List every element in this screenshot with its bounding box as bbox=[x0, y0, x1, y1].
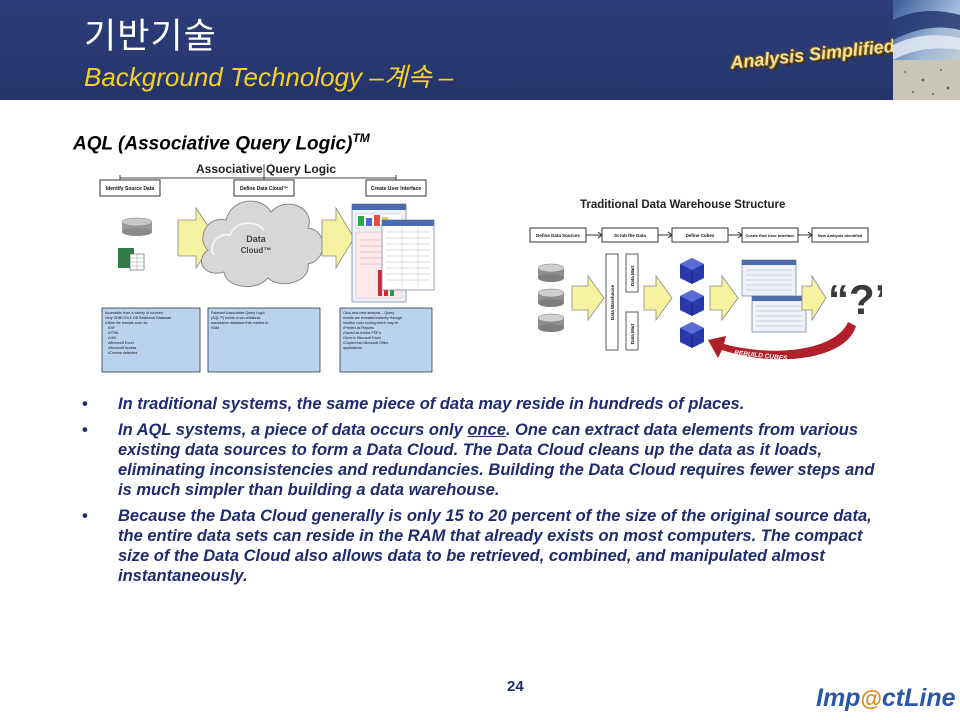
data-mart-box-2 bbox=[625, 311, 639, 351]
bullet-2-text-after: . One can extract data elements from var… bbox=[118, 421, 875, 499]
dw-step-boxes bbox=[529, 227, 869, 243]
bullet-marker: • bbox=[82, 395, 88, 413]
dw-arrow-3 bbox=[709, 274, 739, 322]
aql-step-1-label: Identify Source Data bbox=[106, 186, 155, 192]
aql-step-2-label: Define Data Cloud™ bbox=[240, 186, 288, 192]
aql-arrow-2 bbox=[321, 206, 355, 270]
database-icon bbox=[121, 217, 153, 236]
bullet-1-text: In traditional systems, the same piece o… bbox=[118, 395, 745, 413]
title-english-prefix: Background Technology – bbox=[84, 62, 384, 92]
data-warehouse-label: Data Warehouse bbox=[610, 284, 615, 320]
bullet-2-underlined: once bbox=[467, 421, 506, 439]
data-mart-label-2: Data Mart bbox=[630, 323, 635, 344]
bullet-2-text-before: In AQL systems, a piece of data occurs o… bbox=[118, 421, 468, 439]
tagline-analysis-simplified: Analysis Simplified! bbox=[729, 35, 902, 73]
bullet-marker: • bbox=[82, 421, 88, 439]
logo-text-part1: Imp bbox=[816, 684, 861, 712]
logo-text-part3: ctLine bbox=[881, 684, 956, 712]
aql-step-box-1 bbox=[99, 179, 161, 197]
aql-step-3-label: Create User Interface bbox=[371, 186, 422, 192]
title-korean: 기반기술 bbox=[84, 17, 217, 57]
bullet-item-1: • In traditional systems, the same piece … bbox=[82, 394, 892, 414]
cube-icons bbox=[680, 258, 704, 348]
bullet-3-text: Because the Data Cloud generally is only… bbox=[118, 507, 872, 585]
title-english-suffix: – bbox=[431, 62, 454, 92]
bullet-item-2: • In AQL systems, a piece of data occurs … bbox=[82, 420, 892, 500]
dw-step-4-label: Create End User Interface bbox=[746, 233, 796, 238]
aql-step-box-2 bbox=[233, 179, 295, 197]
dw-step-2-label: Scrub the Data bbox=[614, 233, 646, 238]
rebuild-cubes-arrow bbox=[708, 322, 856, 360]
bullet-marker: • bbox=[82, 507, 88, 525]
logo-at-symbol: @ bbox=[860, 686, 882, 711]
bullet-item-3: • Because the Data Cloud generally is onl… bbox=[82, 506, 892, 586]
cloud-label-2: Cloud™ bbox=[241, 246, 272, 255]
spreadsheet-icon bbox=[118, 248, 145, 271]
dw-arrow-1 bbox=[571, 274, 605, 322]
section-subtitle: AQL (Associative Query Logic)TM bbox=[73, 131, 370, 155]
user-interface-screenshot bbox=[351, 203, 435, 303]
aql-diagram-title: Associative Query Logic bbox=[196, 162, 336, 176]
bullet-list: • In traditional systems, the same piece … bbox=[82, 394, 892, 592]
dw-diagram-title: Traditional Data Warehouse Structure bbox=[580, 199, 785, 211]
dw-step-3-label: Define Cubes bbox=[686, 233, 715, 238]
subtitle-text: AQL (Associative Query Logic) bbox=[73, 133, 353, 155]
subtitle-trademark: TM bbox=[352, 131, 370, 145]
title-english: Background Technology –계속 – bbox=[84, 57, 453, 94]
impactline-logo: Imp@ctLine bbox=[816, 684, 958, 718]
aql-note-2: Patented Associative Query Logic (AQL™) … bbox=[211, 311, 269, 330]
dw-arrow-4 bbox=[801, 274, 827, 322]
data-mart-box-1 bbox=[625, 253, 639, 293]
title-english-korean: 계속 bbox=[383, 63, 432, 93]
header-banner: 기반기술 Background Technology –계속 – Analysi… bbox=[0, 0, 960, 100]
page-number: 24 bbox=[507, 678, 524, 695]
end-user-interface-screenshot bbox=[741, 259, 807, 333]
dw-step-5-label: New Analysis Identified bbox=[818, 233, 863, 238]
dw-step-1-label: Define Data Sources bbox=[536, 233, 580, 238]
aql-note-3: Click-and-view analysis – Query results … bbox=[343, 311, 403, 350]
data-mart-label-1: Data Mart bbox=[630, 265, 635, 286]
cloud-label-1: Data bbox=[246, 234, 267, 244]
data-warehouse-diagram: Traditional Data Warehouse Structure Def… bbox=[526, 190, 882, 380]
database-stack-icon bbox=[537, 263, 565, 332]
aql-note-box-2 bbox=[207, 307, 321, 373]
dw-arrow-2 bbox=[643, 274, 673, 322]
data-warehouse-box bbox=[605, 253, 619, 351]
aql-note-box-1 bbox=[101, 307, 201, 373]
aql-note-box-3 bbox=[339, 307, 433, 373]
aql-note-1: Accessible from a variety of sources: •A… bbox=[105, 311, 172, 355]
aql-step-box-3 bbox=[365, 179, 427, 197]
aql-bracket-line bbox=[119, 164, 397, 182]
question-mark-label: “?” bbox=[828, 276, 882, 323]
aql-diagram: Associative Query Logic Identify Source … bbox=[96, 160, 438, 376]
corner-decorative-image bbox=[893, 0, 960, 100]
